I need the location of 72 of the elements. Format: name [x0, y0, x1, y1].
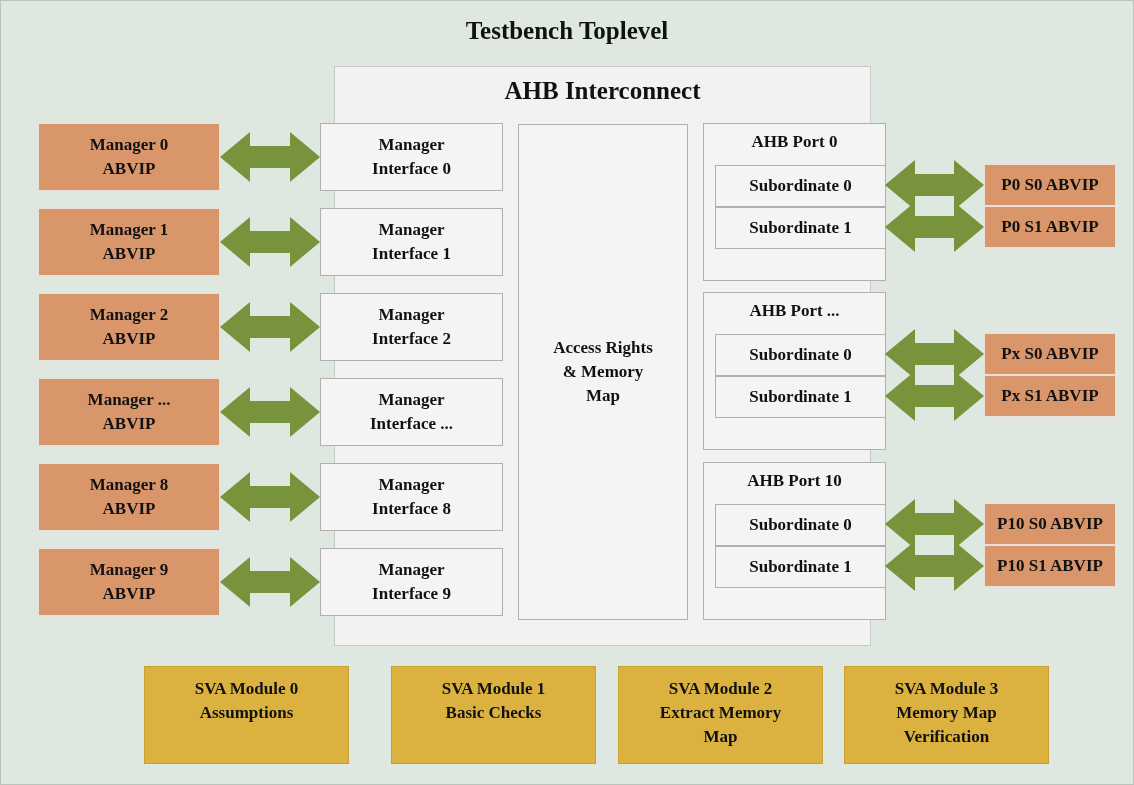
- double-arrow: [220, 472, 320, 522]
- double-arrow: [220, 217, 320, 267]
- box-label: SVA Module 2 Extract Memory Map: [658, 678, 783, 748]
- vip-box: [984, 164, 1116, 206]
- box-label: Manager Interface ...: [368, 389, 455, 435]
- box-label: P10 S1 ABVIP: [997, 555, 1103, 578]
- box-label: P0 S1 ABVIP: [1001, 216, 1099, 239]
- interface-box: [320, 463, 503, 531]
- box-label: P0 S0 ABVIP: [1001, 174, 1099, 197]
- box-label: Manager Interface 2: [371, 304, 452, 350]
- manager-box: [38, 463, 220, 531]
- vip-box: [984, 545, 1116, 587]
- box-label: Manager 8 ABVIP: [88, 474, 170, 520]
- port-box: [703, 123, 886, 281]
- subordinate-box: [715, 546, 886, 588]
- box-label: Manager 9 ABVIP: [88, 559, 170, 605]
- box-label: Subordinate 0: [749, 175, 852, 198]
- box-heading: AHB Interconnect: [504, 76, 701, 106]
- sva-module-box: [391, 666, 596, 764]
- sva-module-box: [144, 666, 349, 764]
- box-heading: AHB Port 0: [751, 131, 838, 153]
- vip-box: [984, 375, 1116, 417]
- memory-map-box: [518, 124, 688, 620]
- box-label: Manager Interface 0: [371, 134, 452, 180]
- box-label: Subordinate 0: [749, 344, 852, 367]
- box-label: Manager Interface 1: [371, 219, 452, 265]
- manager-box: [38, 123, 220, 191]
- box-label: SVA Module 3 Memory Map Verification: [893, 678, 1000, 748]
- port-box: [703, 462, 886, 620]
- box-label: Px S1 ABVIP: [1001, 385, 1099, 408]
- vip-box: [984, 333, 1116, 375]
- subordinate-box: [715, 165, 886, 207]
- box-label: Manager Interface 9: [371, 559, 452, 605]
- subordinate-box: [715, 376, 886, 418]
- box-label: Px S0 ABVIP: [1001, 343, 1099, 366]
- interface-box: [320, 123, 503, 191]
- subordinate-box: [715, 334, 886, 376]
- box-label: P10 S0 ABVIP: [997, 513, 1103, 536]
- interface-box: [320, 208, 503, 276]
- box-label: Access Rights & Memory Map: [552, 337, 654, 407]
- subordinate-box: [715, 207, 886, 249]
- port-box: [703, 292, 886, 450]
- box-label: Manager 1 ABVIP: [88, 219, 170, 265]
- interface-box: [320, 548, 503, 616]
- box-heading: AHB Port ...: [749, 300, 840, 322]
- interface-box: [320, 293, 503, 361]
- box-label: Manager Interface 8: [371, 474, 452, 520]
- box-label: SVA Module 0 Assumptions: [193, 678, 300, 724]
- double-arrow: [220, 387, 320, 437]
- box-label: Manager ... ABVIP: [86, 389, 172, 435]
- box-heading: AHB Port 10: [747, 470, 842, 492]
- sva-module-box: [618, 666, 823, 764]
- vip-box: [984, 206, 1116, 248]
- box-label: Subordinate 1: [749, 386, 852, 409]
- box-label: SVA Module 1 Basic Checks: [440, 678, 547, 724]
- box-label: Subordinate 0: [749, 514, 852, 537]
- manager-box: [38, 548, 220, 616]
- panel-title: Testbench Toplevel: [465, 16, 669, 46]
- manager-box: [38, 378, 220, 446]
- box-label: Subordinate 1: [749, 556, 852, 579]
- interface-box: [320, 378, 503, 446]
- double-arrow: [220, 557, 320, 607]
- box-label: Manager 2 ABVIP: [88, 304, 170, 350]
- box-label: Subordinate 1: [749, 217, 852, 240]
- double-arrow: [220, 302, 320, 352]
- vip-box: [984, 503, 1116, 545]
- box-label: Manager 0 ABVIP: [88, 134, 170, 180]
- double-arrow: [220, 132, 320, 182]
- manager-box: [38, 293, 220, 361]
- subordinate-box: [715, 504, 886, 546]
- manager-box: [38, 208, 220, 276]
- sva-module-box: [844, 666, 1049, 764]
